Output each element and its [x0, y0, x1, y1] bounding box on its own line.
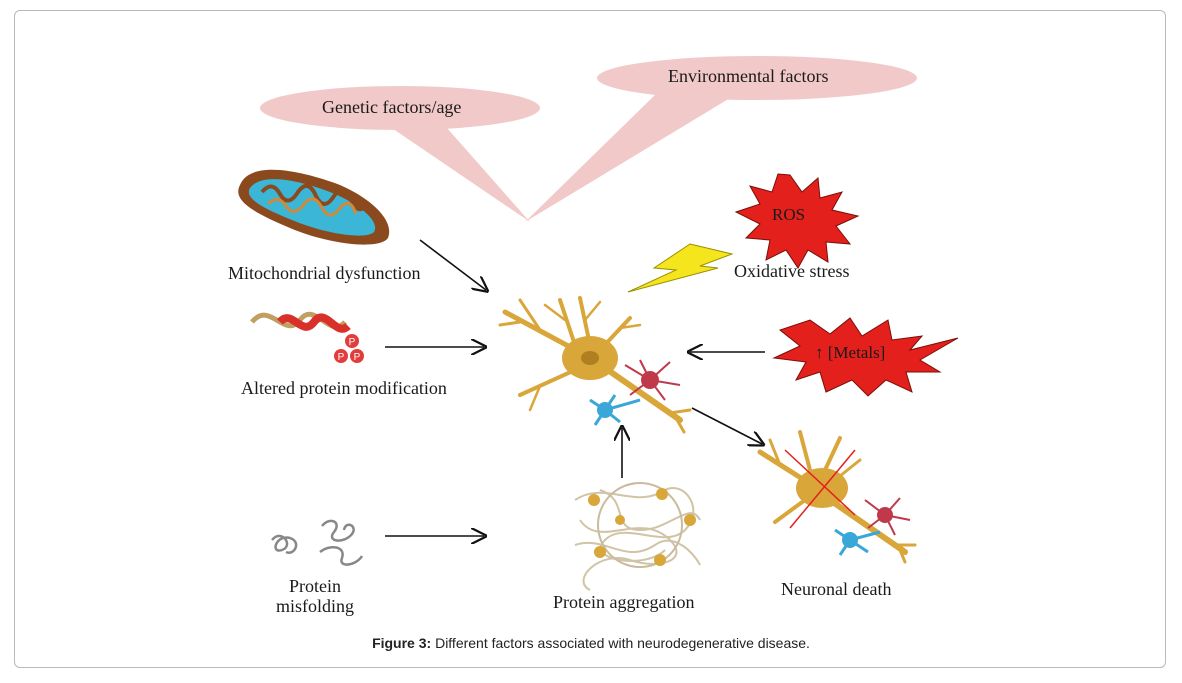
- phospho-label-2: P: [338, 352, 345, 363]
- dying-neuron-soma: [796, 468, 848, 508]
- protein-aggregate-icon: [574, 482, 701, 591]
- protein-misfolding-label-line1: Protein: [289, 576, 341, 596]
- genetic-factors-bubble: [260, 86, 540, 222]
- metals-label: ↑ [Metals]: [815, 343, 886, 362]
- oxidative-stress-label: Oxidative stress: [734, 261, 850, 281]
- ros-burst-icon: [734, 173, 860, 269]
- phospho-label-1: P: [349, 337, 356, 348]
- mitochondrial-dysfunction-label: Mitochondrial dysfunction: [228, 263, 421, 283]
- protein-misfolding-label-line2: misfolding: [275, 596, 354, 616]
- neuron-nucleus: [581, 351, 599, 365]
- protein-aggregation-label: Protein aggregation: [553, 592, 695, 612]
- astrocyte-body: [597, 402, 613, 418]
- phospho-label-3: P: [354, 352, 361, 363]
- environmental-factors-label: Environmental factors: [668, 66, 829, 86]
- metals-burst-icon: [772, 317, 959, 397]
- dying-microglia-body: [877, 507, 893, 523]
- mitochondrion-icon: [238, 169, 390, 245]
- figure-caption: Figure 3: Different factors associated w…: [0, 635, 1182, 651]
- aggregate-knots: [588, 488, 696, 566]
- protein-helix-icon: [250, 311, 364, 363]
- neuronal-death-label: Neuronal death: [781, 579, 892, 599]
- arrow-mitochondria-to-neuron: [419, 239, 486, 290]
- microglia-body: [641, 371, 659, 389]
- arrow-neuron-to-death: [691, 407, 762, 444]
- lightning-bolt-icon: [627, 243, 734, 293]
- altered-protein-modification-label: Altered protein modification: [241, 378, 447, 398]
- figure-caption-label: Figure 3:: [372, 635, 432, 651]
- ros-label: ROS: [772, 205, 806, 224]
- cross-out-mark: [784, 449, 856, 529]
- environmental-factors-bubble: [525, 56, 917, 222]
- figure-caption-text: Different factors associated with neurod…: [431, 635, 810, 651]
- dying-astrocyte-body: [842, 532, 858, 548]
- misfolded-protein-icon: [271, 519, 364, 566]
- genetic-factors-label: Genetic factors/age: [322, 97, 462, 117]
